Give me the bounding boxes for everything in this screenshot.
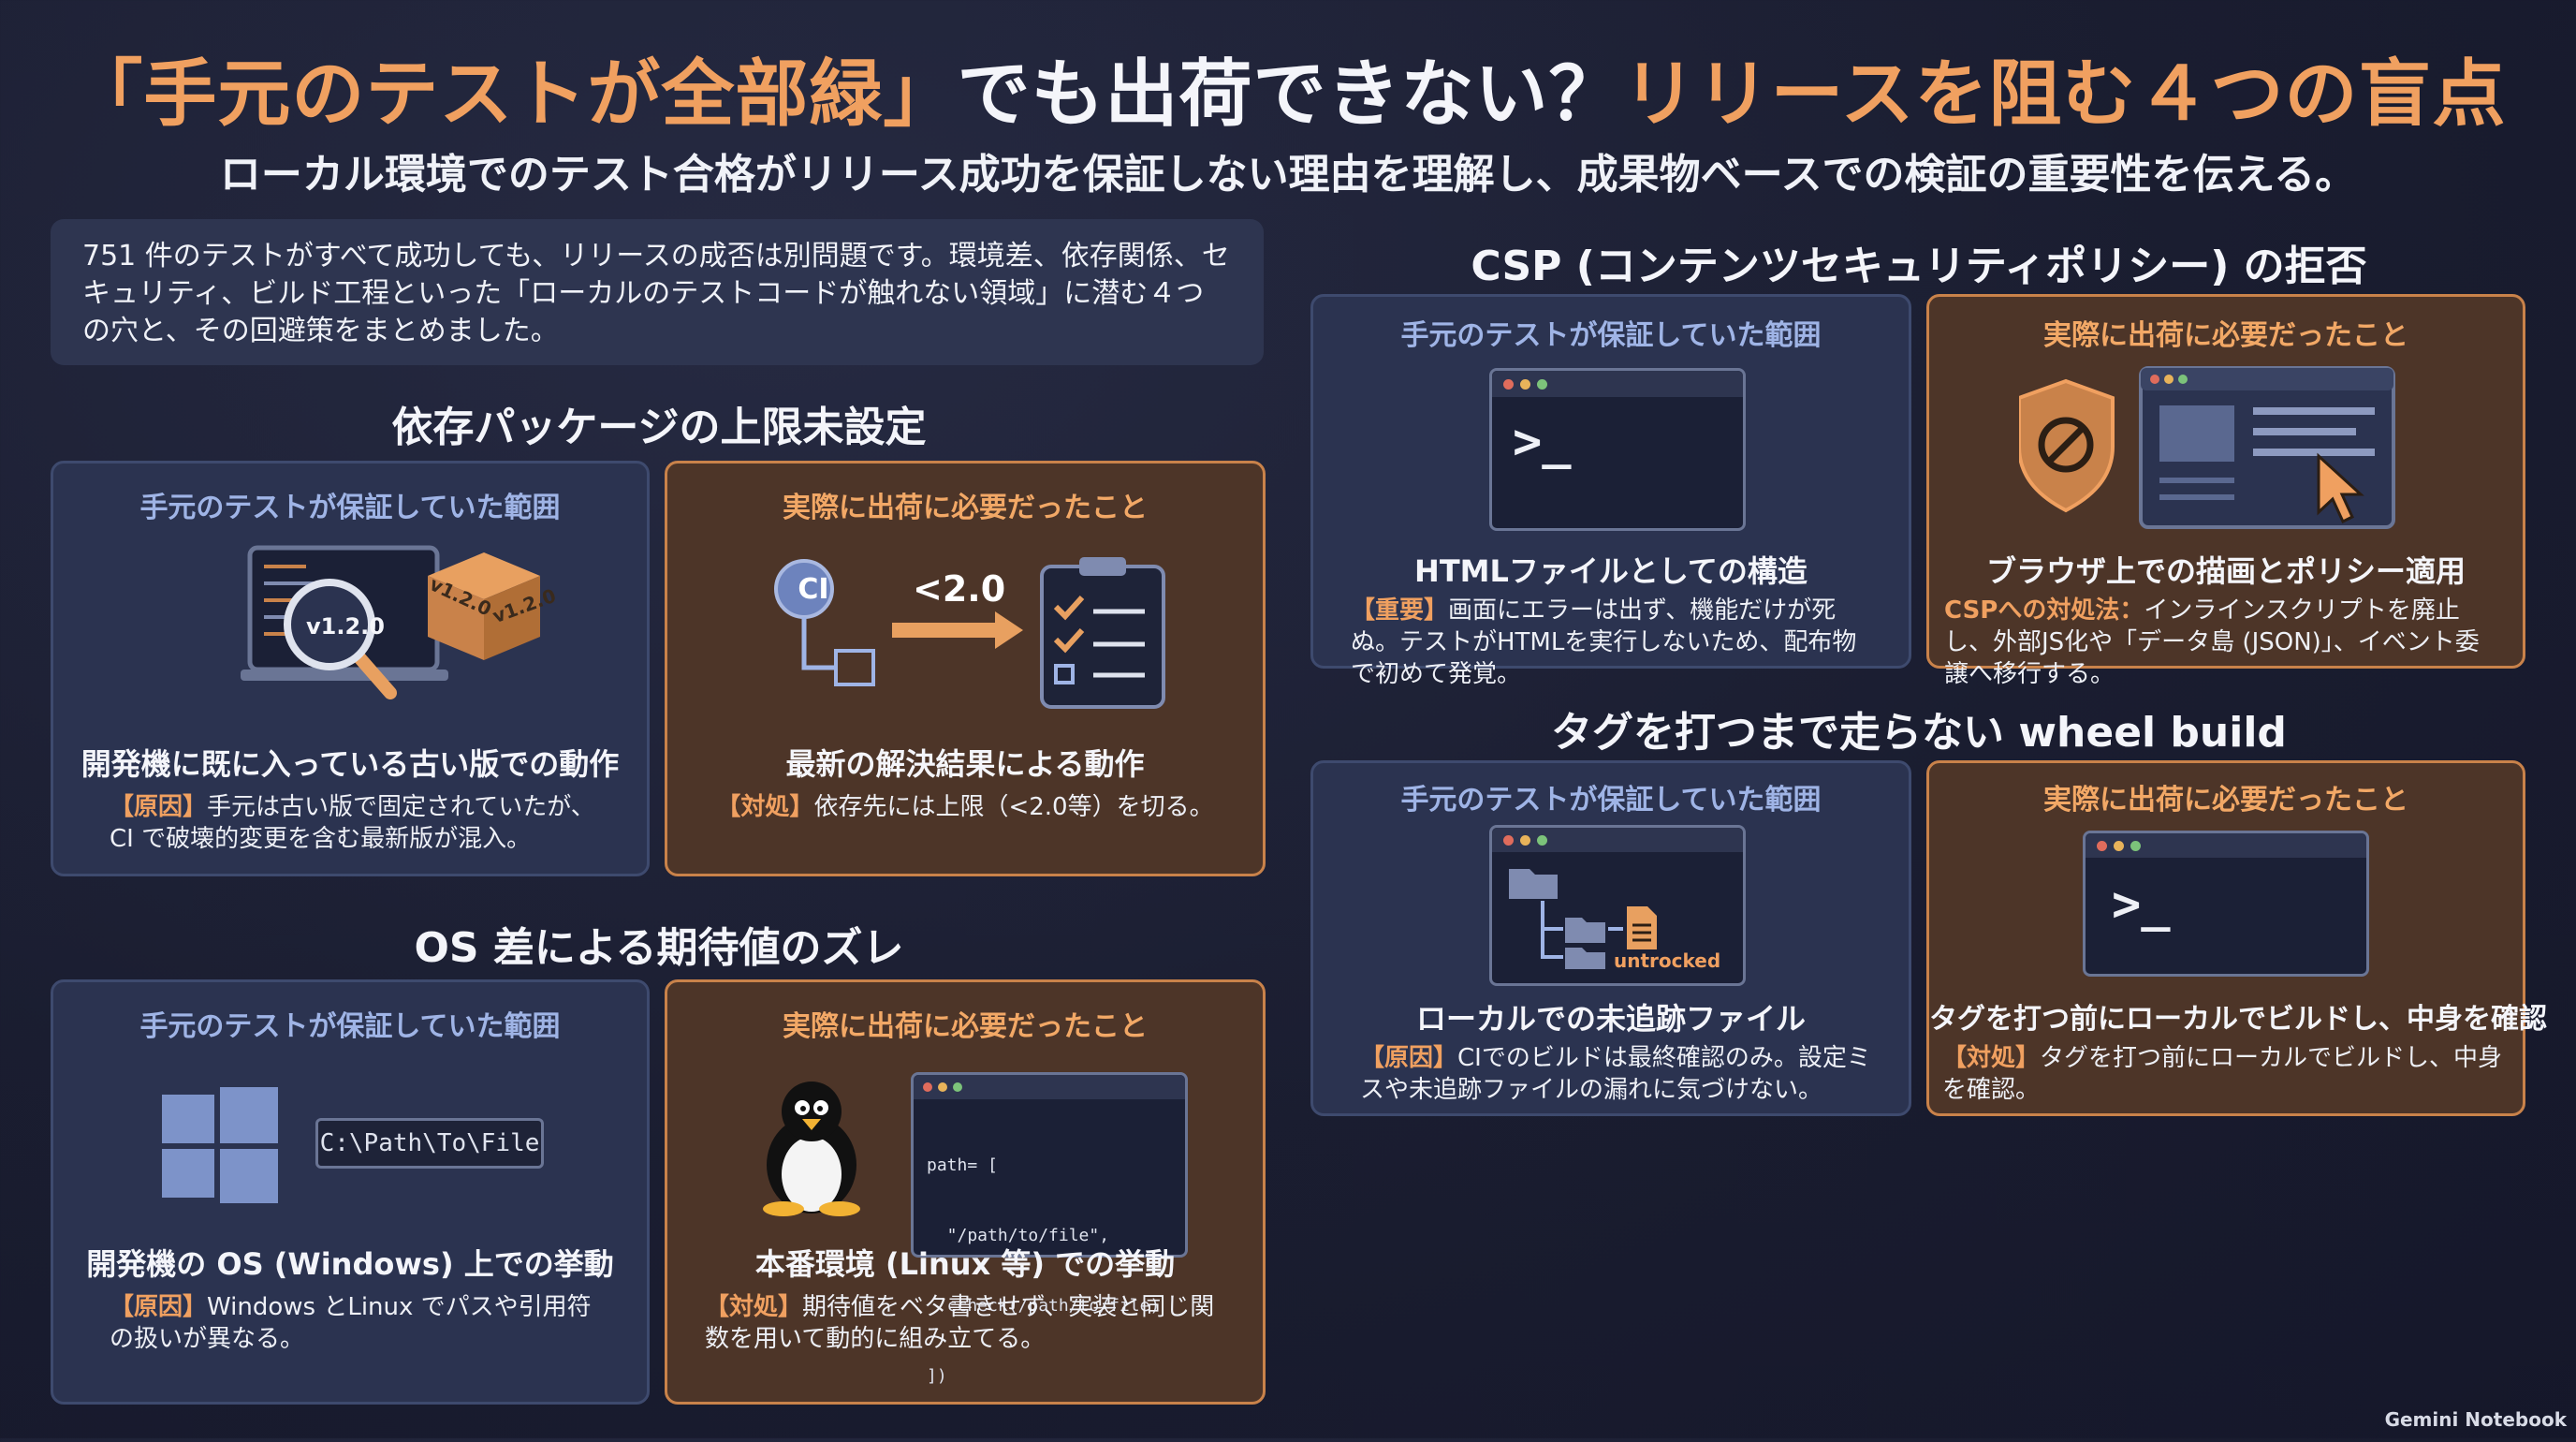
terminal-prompt: >_ [2112,876,2171,933]
footer-brand: Gemini Notebook [2384,1408,2567,1431]
desc-tag: 【対処】 [716,793,814,821]
ci-label: CI [798,573,829,606]
desc-text: CIでのビルドは最終確認のみ。設定ミスや未追跡ファイルの漏れに気づけない。 [1360,1044,1871,1104]
card-caption: 開発機に既に入っている古い版での動作 [80,746,620,782]
card-head: 手元のテストが保証していた範囲 [139,492,561,524]
terminal-icon: >_ [2083,831,2369,977]
card-caption: ローカルでの未追跡ファイル [1415,1001,1806,1037]
version-constraint-label: <2.0 [913,568,1006,610]
section-title-os: OS 差による期待値のズレ [414,924,904,972]
folder-tree-icon [1509,869,1657,969]
card-head: 実際に出荷に必要だったこと [783,492,1148,524]
card-description: 【対処】期待値をベタ書きせず、実装と同じ関数を用いて動的に組み立てる。 [705,1291,1225,1355]
terminal-prompt: >_ [1513,414,1572,470]
card-head: 実際に出荷に必要だったこと [2043,784,2408,817]
card-description: 【重要】画面にエラーは出ず、機能だけが死ぬ。テストがHTMLを実行しないため、配… [1351,595,1881,690]
terminal-icon: >_ [1489,368,1746,531]
code-line: path= [ [927,1155,998,1175]
shield-browser-illustration [2019,366,2395,529]
card-head: 実際に出荷に必要だったこと [783,1010,1148,1043]
page-subtitle: ローカル環境でのテスト合格がリリース成功を保証しない理由を理解し、成果物ベースで… [219,151,2357,199]
desc-text: 依存先には上限（<2.0等）を切る。 [813,793,1214,821]
desc-tag: 【重要】 [1351,596,1449,625]
file-tree-window: untrocked [1489,825,1746,986]
desc-tag: CSPへの対処法： [1944,596,2144,625]
ci-node-icon [774,559,875,686]
linux-penguin-icon [763,1082,860,1216]
shield-block-icon [2019,378,2115,513]
card-caption: 本番環境 (Linux 等) での挙動 [754,1246,1176,1282]
windows-path-box: C:\Path\To\File [315,1118,544,1169]
magnifier-icon [284,579,397,699]
page-title: 「手元のテストが全部緑」でも出荷できない？リリースを阻む４つの盲点 [0,36,2576,140]
file-icon [1627,906,1657,949]
code-line: ccheck(/path/to/file) [927,1296,1161,1316]
untracked-label: untrocked [1614,949,1721,972]
card-caption: 最新の解決結果による動作 [785,746,1145,782]
desc-tag: 【原因】 [1360,1044,1458,1072]
code-line: "/path/to/file", [927,1226,1110,1245]
card-head: 手元のテストが保証していた範囲 [139,1010,561,1043]
card-head: 実際に出荷に必要だったこと [2043,319,2408,352]
checklist-icon [1040,557,1165,709]
desc-text: 画面にエラーは出ず、機能だけが死ぬ。テストがHTMLを実行しないため、配布物で初… [1351,596,1857,688]
cursor-icon [2317,452,2364,524]
card-description: 【原因】Windows とLinux でパスや引用符の扱いが異なる。 [110,1291,609,1355]
desc-tag: 【原因】 [110,1293,208,1321]
card-caption: HTMLファイルとしての構造 [1414,553,1808,589]
wheel-left-card: 手元のテストが保証していた範囲 untrocked ローカルでの未追跡ファイル … [1310,760,1911,1116]
card-caption: 開発機の OS (Windows) 上での挙動 [86,1246,614,1282]
desc-tag: 【原因】 [110,793,208,821]
card-description: 【原因】CIでのビルドは最終確認のみ。設定ミスや未追跡ファイルの漏れに気づけない… [1360,1042,1881,1106]
package-box-icon [428,552,540,660]
magnifier-version-label: v1.2.0 [306,613,385,640]
desc-text: インラインスクリプトを廃止し、外部JS化や「データ島 (JSON)」、イベント委… [1944,596,2480,688]
section-title-wheel: タグを打つまで走らない wheel build [1551,709,2287,757]
os-right-card: 実際に出荷に必要だったこと path= [ "/path/to/file", c… [665,979,1266,1405]
code-window-icon: path= [ "/path/to/file", ccheck(/path/to… [911,1072,1188,1386]
card-caption: ブラウザ上での描画とポリシー適用 [1985,553,2466,589]
csp-left-card: 手元のテストが保証していた範囲 >_ HTMLファイルとしての構造 【重要】画面… [1310,294,1911,688]
card-description: 【対処】依存先には上限（<2.0等）を切る。 [686,791,1244,823]
card-description: 【原因】手元は古い版で固定されていたが、CI で破壊的変更を含む最新版が混入。 [110,791,609,855]
csp-right-card: 実際に出荷に必要だったこと ブラウザ上での描画とポリシー適用 CSPへの対処法：… [1926,294,2525,688]
deps-left-card: 手元のテストが保証していた範囲 v1.2.0 v1.2.0 v1.2.0 開発機… [51,461,650,876]
os-left-card: 手元のテストが保証していた範囲 C:\Path\To\File 開発機の OS … [51,979,650,1405]
title-part-2: でも出荷できない？ [957,52,1623,137]
card-head: 手元のテストが保証していた範囲 [1400,319,1822,352]
wheel-right-card: 実際に出荷に必要だったこと >_ タグを打つ前にローカルでビルドし、中身を確認 … [1926,760,2547,1116]
card-description: 【対処】タグを打つ前にローカルでビルドし、中身を確認。 [1942,1042,2510,1106]
intro-box: 751 件のテストがすべて成功しても、リリースの成否は別問題です。環境差、依存関… [51,219,1264,365]
laptop-magnifier-box-illustration [241,545,540,699]
browser-window-icon [2139,366,2395,529]
desc-text: 手元は古い版で固定されていたが、CI で破壊的変更を含む最新版が混入。 [110,793,595,853]
title-part-1: 「手元のテストが全部緑」 [69,52,958,137]
deps-right-card: 実際に出荷に必要だったこと CI <2.0 最新の解決結果による動作 【対処】依… [665,461,1266,876]
desc-text: タグを打つ前にローカルでビルドし、中身を確認。 [1942,1044,2503,1104]
desc-text: 期待値をベタ書きせず、実装と同じ関数を用いて動的に組み立てる。 [705,1293,1215,1353]
ci-to-checklist-illustration [774,557,1165,709]
card-head: 手元のテストが保証していた範囲 [1400,784,1822,817]
code-line: ]) [927,1366,947,1386]
card-caption: タグを打つ前にローカルでビルドし、中身を確認 [1929,1003,2547,1036]
arrow-icon [892,611,1023,649]
title-part-3: リリースを阻む４つの盲点 [1622,52,2507,137]
section-title-deps: 依存パッケージの上限未設定 [391,404,927,451]
section-title-csp: CSP (コンテンツセキュリティポリシー) の拒否 [1471,243,2367,290]
card-description: CSPへの対処法：インラインスクリプトを廃止し、外部JS化や「データ島 (JSO… [1944,595,2500,690]
desc-text: Windows とLinux でパスや引用符の扱いが異なる。 [110,1293,592,1353]
desc-tag: 【対処】 [1942,1044,2041,1072]
desc-tag: 【対処】 [705,1293,803,1321]
windows-logo-icon [162,1087,278,1203]
